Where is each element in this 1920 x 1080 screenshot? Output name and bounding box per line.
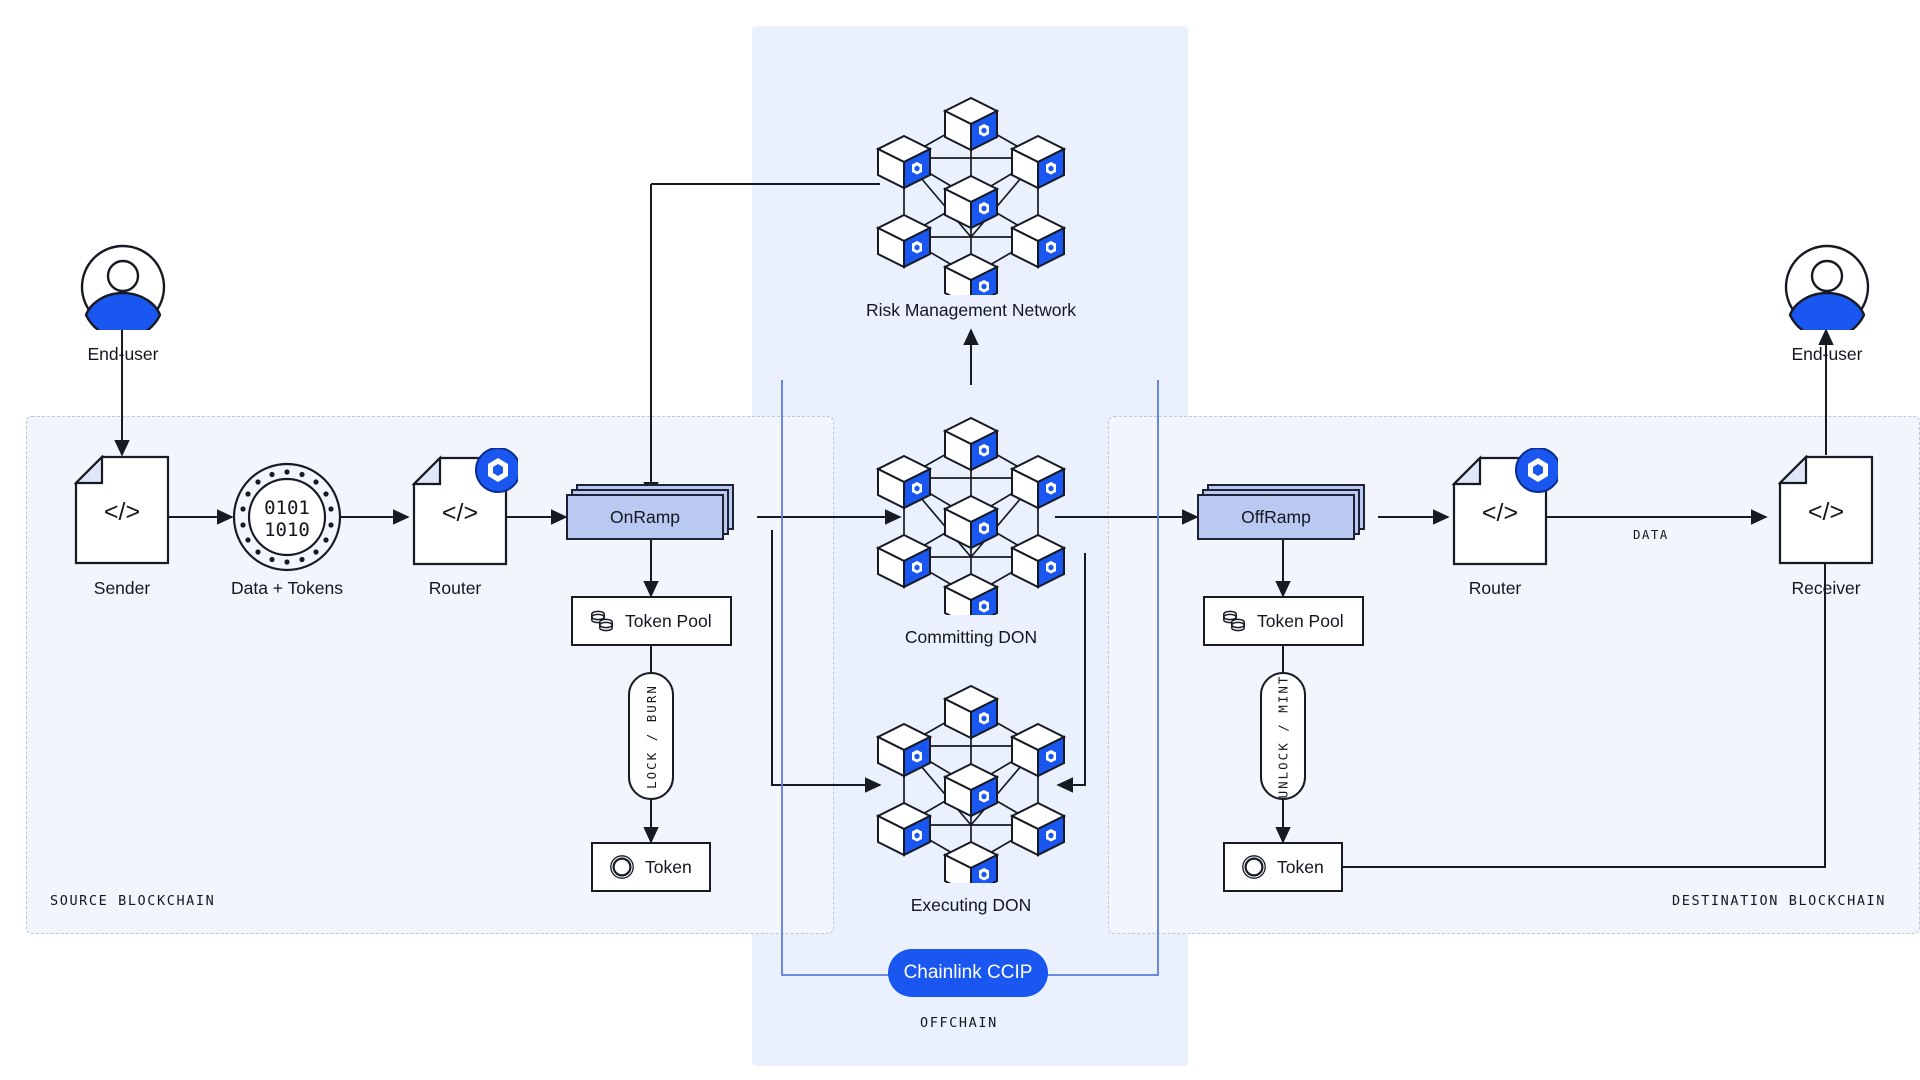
node-cluster-icon xyxy=(875,96,1067,308)
router-source-node: </> xyxy=(408,447,521,571)
chainlink-ccip-badge[interactable]: Chainlink CCIP xyxy=(888,949,1048,997)
unlock-mint-label: UNLOCK / MINT xyxy=(1275,674,1291,798)
sender-label: Sender xyxy=(93,578,151,598)
offramp-label: OffRamp xyxy=(1197,494,1355,540)
coin-stack-icon xyxy=(591,610,613,632)
unlock-mint-pill: UNLOCK / MINT xyxy=(1260,672,1306,800)
risk-management-network-node xyxy=(866,80,1076,308)
code-document-icon: </> xyxy=(411,447,521,566)
user-avatar-icon xyxy=(1784,244,1870,340)
end-user-source xyxy=(80,244,166,340)
onramp-label: OnRamp xyxy=(566,494,724,540)
committing-don-label: Committing DON xyxy=(904,627,1038,647)
onramp-node[interactable]: OnRamp xyxy=(566,484,741,546)
token-ring-icon xyxy=(1242,855,1266,879)
binary-line-1: 0101 xyxy=(264,497,310,519)
zone-offchain-label: OFFCHAIN xyxy=(920,1015,998,1031)
coin-stack-icon xyxy=(1223,610,1245,632)
router-destination-node: </> xyxy=(1448,447,1561,571)
offramp-node[interactable]: OffRamp xyxy=(1197,484,1372,546)
binary-disc-icon: 0101 1010 xyxy=(232,462,342,572)
token-pool-source: Token Pool xyxy=(571,596,732,646)
token-pool-source-label: Token Pool xyxy=(625,610,712,631)
user-avatar-icon xyxy=(80,244,166,340)
zone-source-label: SOURCE BLOCKCHAIN xyxy=(50,893,216,909)
data-tokens-label: Data + Tokens xyxy=(230,578,344,598)
svg-text:</>: </> xyxy=(1482,499,1518,527)
committing-don-node xyxy=(866,400,1076,628)
svg-text:</>: </> xyxy=(1808,498,1844,526)
binary-line-2: 1010 xyxy=(264,519,310,541)
token-ring-icon xyxy=(610,855,634,879)
executing-don-node xyxy=(866,668,1076,896)
token-pool-destination: Token Pool xyxy=(1203,596,1364,646)
zone-destination-label: DESTINATION BLOCKCHAIN xyxy=(1672,893,1887,909)
token-destination: Token xyxy=(1223,842,1343,892)
router-destination-label: Router xyxy=(1468,578,1522,598)
svg-text:</>: </> xyxy=(442,499,478,527)
node-cluster-icon xyxy=(875,684,1067,896)
code-document-icon: </> xyxy=(1777,454,1874,565)
svg-text:</>: </> xyxy=(104,498,140,526)
risk-management-network-label: Risk Management Network xyxy=(865,300,1077,320)
lock-burn-pill: LOCK / BURN xyxy=(628,672,674,800)
receiver-node: </> xyxy=(1777,454,1874,570)
executing-don-label: Executing DON xyxy=(910,895,1032,915)
code-document-icon: </> xyxy=(1451,447,1561,566)
data-tokens-node: 0101 1010 xyxy=(232,462,342,577)
lock-burn-label: LOCK / BURN xyxy=(643,683,659,789)
data-edge-label: DATA xyxy=(1633,527,1669,542)
end-user-destination xyxy=(1784,244,1870,340)
chainlink-hex-icon xyxy=(475,447,521,493)
code-document-icon: </> xyxy=(73,454,170,565)
token-source-label: Token xyxy=(645,856,692,877)
chainlink-ccip-label: Chainlink CCIP xyxy=(903,962,1033,983)
router-source-label: Router xyxy=(428,578,482,598)
chainlink-hex-icon xyxy=(1515,447,1561,493)
token-pool-destination-label: Token Pool xyxy=(1257,610,1344,631)
token-destination-label: Token xyxy=(1277,856,1324,877)
node-cluster-icon xyxy=(875,416,1067,628)
sender-node: </> xyxy=(73,454,170,570)
token-source: Token xyxy=(591,842,711,892)
